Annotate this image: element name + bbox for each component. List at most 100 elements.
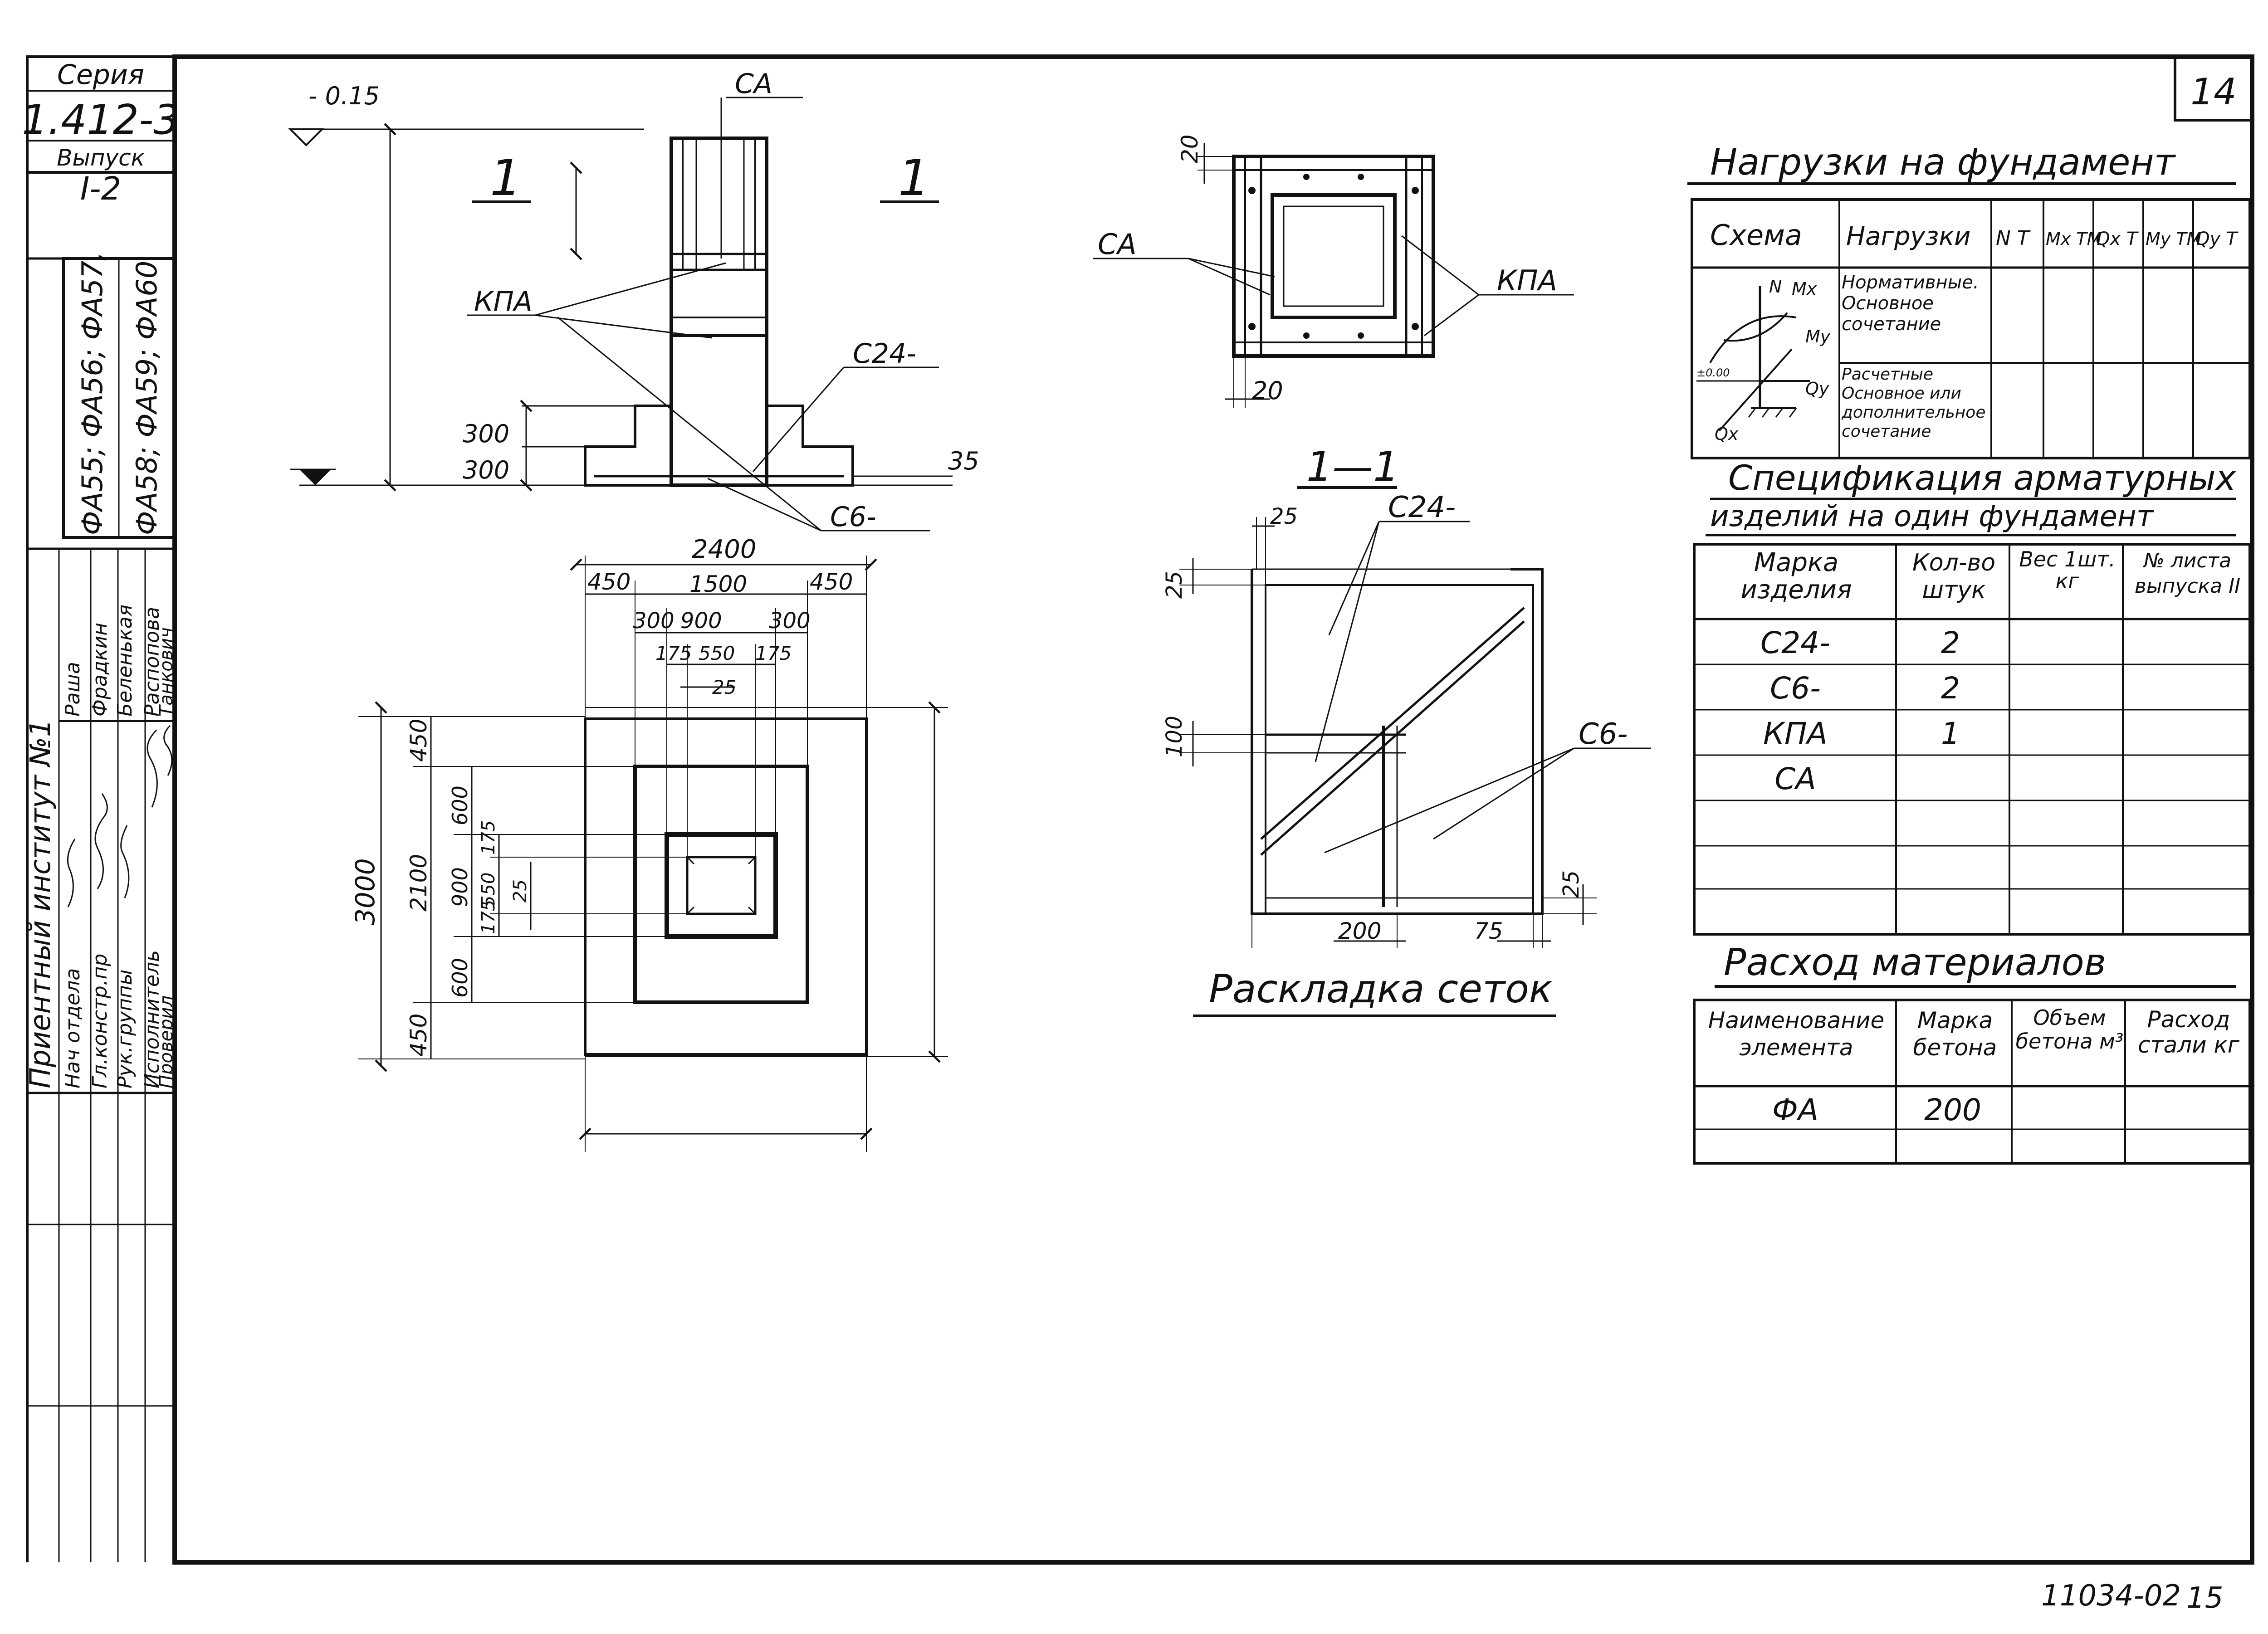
signature-1 bbox=[67, 839, 76, 907]
series-label: Серия bbox=[57, 59, 144, 91]
mesh-dim-top-left: 25 bbox=[1270, 504, 1298, 529]
role-4: Исполнитель bbox=[141, 950, 164, 1088]
role-2: Гл.констр.пр bbox=[88, 954, 112, 1088]
spec-row-4-mark: СА bbox=[1774, 761, 1816, 796]
materials-title: Расход материалов bbox=[1724, 941, 2106, 984]
loads-header-scheme: Схема bbox=[1710, 219, 1802, 252]
materials-row-grade: 200 bbox=[1924, 1093, 1981, 1127]
col-dim-bottom: 20 bbox=[1252, 376, 1283, 405]
plan-x-450-right: 450 bbox=[810, 569, 853, 595]
loads-header-qx: Qx Т bbox=[2096, 229, 2139, 249]
scheme-qx: Qx bbox=[1715, 424, 1739, 444]
materials-header-element: Наименование элемента bbox=[1708, 1007, 1885, 1061]
plan-x-900: 900 bbox=[680, 608, 722, 634]
marks-line-2: ФА58; ФА59; ФА60 bbox=[130, 261, 163, 535]
plan-y-450-top: 450 bbox=[406, 719, 432, 762]
spec-title-1: Спецификация арматурных bbox=[1728, 458, 2236, 498]
loads-header-qy: Qy Т bbox=[2195, 229, 2239, 249]
level-mark: - 0.15 bbox=[308, 82, 380, 110]
mesh-dim-bottom-right: 75 bbox=[1474, 918, 1503, 944]
mesh-caption: Раскладка сеток bbox=[1209, 966, 1553, 1012]
materials-header-grade: Марка бетона bbox=[1913, 1007, 1997, 1061]
plan-total-x: 2400 bbox=[692, 535, 757, 564]
series-number: 1.412-3 bbox=[22, 96, 179, 144]
footer-page: 15 bbox=[2186, 1581, 2223, 1615]
issue-number: I-2 bbox=[80, 170, 121, 207]
spec-header-mark: Марка изделия bbox=[1740, 548, 1852, 605]
materials-header-volume: Объем бетона м³ bbox=[2015, 1005, 2124, 1054]
loads-row-design: Расчетные Основное или дополнительное со… bbox=[1842, 365, 1986, 441]
label-c24-mesh: С24- bbox=[1388, 491, 1456, 524]
section-mark-left: 1 bbox=[490, 149, 522, 207]
plan-y-175-bottom: 175 bbox=[478, 900, 499, 934]
spec-row-2-qty: 2 bbox=[1941, 671, 1960, 706]
name-1: Раша bbox=[61, 662, 84, 717]
loads-header-mx: Mx ТМ bbox=[2046, 229, 2102, 249]
spec-row-1-mark: С24- bbox=[1760, 625, 1830, 660]
label-c6-elev: С6- bbox=[830, 501, 876, 533]
mesh-dim-right: 25 bbox=[1559, 870, 1584, 898]
label-ca-section: СА bbox=[1098, 228, 1137, 261]
marks-line-1: ФА55; ФА56; ФА57, bbox=[76, 252, 109, 535]
section-mark-right: 1 bbox=[898, 149, 930, 207]
scheme-mx: Mx bbox=[1792, 279, 1817, 299]
spec-row-3-mark: КПА bbox=[1763, 716, 1828, 751]
scheme-n: N bbox=[1769, 277, 1782, 297]
plan-y-25: 25 bbox=[510, 879, 531, 902]
materials-row-element: ФА bbox=[1772, 1093, 1818, 1127]
materials-table: Расход материалов Наименование элемента … bbox=[1693, 941, 2251, 1165]
issue-label: Выпуск bbox=[57, 145, 145, 171]
step-dim-1: 300 bbox=[463, 419, 509, 448]
cover-dim: 35 bbox=[948, 447, 979, 475]
label-kpa-elev: КПА bbox=[474, 286, 533, 317]
spec-header-weight: Вес 1шт. кг bbox=[2019, 547, 2116, 593]
spec-header-sheet: № листа выпуска II bbox=[2134, 549, 2241, 598]
left-stamp: Серия 1.412-3 Выпуск I-2 ФА55; ФА56; ФА5… bbox=[22, 55, 180, 1562]
plan-x-450-left: 450 bbox=[587, 569, 631, 595]
name-3: Беленькая bbox=[113, 605, 137, 717]
sheet-number: 14 bbox=[2190, 71, 2237, 113]
spec-header-qty: Кол-во штук bbox=[1912, 549, 1996, 604]
spec-row-1-qty: 2 bbox=[1941, 625, 1960, 660]
plan-y-2100: 2100 bbox=[406, 854, 432, 912]
loads-title: Нагрузки на фундамент bbox=[1710, 141, 2176, 183]
plan-x-175-left: 175 bbox=[655, 642, 692, 664]
signature-5 bbox=[163, 725, 173, 776]
mesh-dim-bottom: 200 bbox=[1338, 918, 1381, 944]
foundation-elevation: - 0.15 1 1 300 300 35 СА bbox=[288, 68, 979, 533]
plan-y-600-top: 600 bbox=[448, 785, 472, 825]
signature-4 bbox=[147, 729, 158, 808]
plan-y-450-bottom: 450 bbox=[406, 1014, 432, 1057]
plan-y-550: 550 bbox=[478, 873, 499, 907]
institute-name: Приентный институт №1 bbox=[24, 719, 57, 1088]
label-ca-elev: СА bbox=[735, 68, 772, 100]
plan-x-175-right: 175 bbox=[755, 642, 792, 664]
load-scheme-diagram: N Mx My Qy Qx ±0.00 bbox=[1696, 277, 1831, 444]
column-section: 20 20 СА КПА bbox=[1093, 134, 1574, 408]
scheme-my: My bbox=[1805, 327, 1831, 346]
loads-header-n: N Т bbox=[1996, 227, 2031, 250]
foundation-plan: 2400 450 1500 450 300 900 300 175 550 17… bbox=[350, 535, 948, 1152]
spec-table: Спецификация арматурных изделий на один … bbox=[1693, 458, 2251, 936]
spec-row-3-qty: 1 bbox=[1941, 716, 1960, 751]
mesh-section-title: 1—1 bbox=[1306, 443, 1399, 491]
materials-header-steel: Расход стали кг bbox=[2137, 1006, 2240, 1058]
step-dim-2: 300 bbox=[463, 456, 509, 484]
mesh-dim-top: 25 bbox=[1162, 571, 1187, 599]
scheme-level: ±0.00 bbox=[1696, 366, 1730, 379]
label-kpa-section: КПА bbox=[1497, 264, 1557, 297]
spec-row-2-mark: С6- bbox=[1770, 671, 1821, 706]
plan-y-175-top: 175 bbox=[478, 820, 499, 855]
plan-x-550: 550 bbox=[699, 642, 735, 664]
plan-total-y: 3000 bbox=[350, 858, 381, 925]
role-1: Нач отдела bbox=[61, 968, 84, 1088]
plan-x-1500: 1500 bbox=[689, 571, 747, 597]
sheet-number-box: 14 bbox=[2174, 55, 2253, 122]
signature-2 bbox=[94, 793, 108, 889]
label-c6-mesh: С6- bbox=[1579, 717, 1628, 751]
loads-header-my: My ТМ bbox=[2146, 229, 2201, 249]
plan-x-300-right: 300 bbox=[769, 608, 811, 634]
name-4: Распопова bbox=[141, 607, 164, 717]
scheme-qy: Qy bbox=[1805, 379, 1829, 399]
plan-x-25: 25 bbox=[712, 676, 736, 698]
